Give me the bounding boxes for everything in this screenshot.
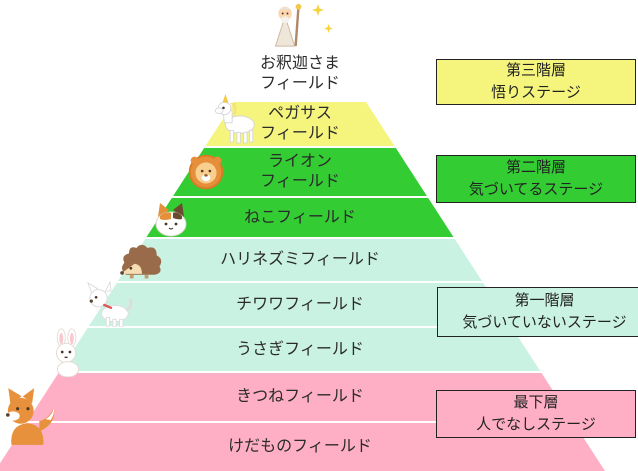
layer-hedgehog: ハリネズミフィールド [0,237,605,281]
tier-box-third: 第三階層 悟りステージ [436,59,636,105]
lion-icon [183,149,229,195]
layer-label-fox: きつねフィールド [236,388,364,405]
tier-label-first: 第一階層 気づいていないステージ [462,291,627,332]
layer-label-beast: けだものフィールド [228,438,372,455]
layer-label-hedgehog: ハリネズミフィールド [220,251,380,268]
sparkle-icon [324,24,333,33]
layer-label-rabbit: うさぎフィールド [236,340,364,358]
tier-box-second: 第二階層 気づいてるステージ [436,155,636,203]
tier-label-lowest: 最下層 人でなしステージ [476,393,596,434]
buddha-icon [264,1,310,49]
layer-pegasus: ペガサス フィールド [0,100,605,146]
layer-label-pegasus: ペガサス フィールド [260,105,340,142]
pegasus-icon [211,90,261,144]
sparkle-icon [312,4,324,16]
rabbit-icon [44,327,92,377]
tier-box-lowest: 最下層 人でなしステージ [436,390,636,438]
layer-label-cat: ねこフィールド [244,208,356,226]
tier-label-second: 第二階層 気づいてるステージ [468,158,604,199]
cat-icon [147,196,195,240]
layer-label-buddha: お釈迦さま フィールド [259,55,340,92]
tier-box-first: 第一階層 気づいていないステージ [437,287,638,337]
chihuahua-icon [85,281,135,327]
layer-label-chihuahua: チワワフィールド [236,295,364,313]
layer-label-lion: ライオン フィールド [260,153,340,190]
fox-icon [0,386,60,448]
hedgehog-icon [117,239,165,281]
tier-label-third: 第三階層 悟りステージ [491,61,581,102]
